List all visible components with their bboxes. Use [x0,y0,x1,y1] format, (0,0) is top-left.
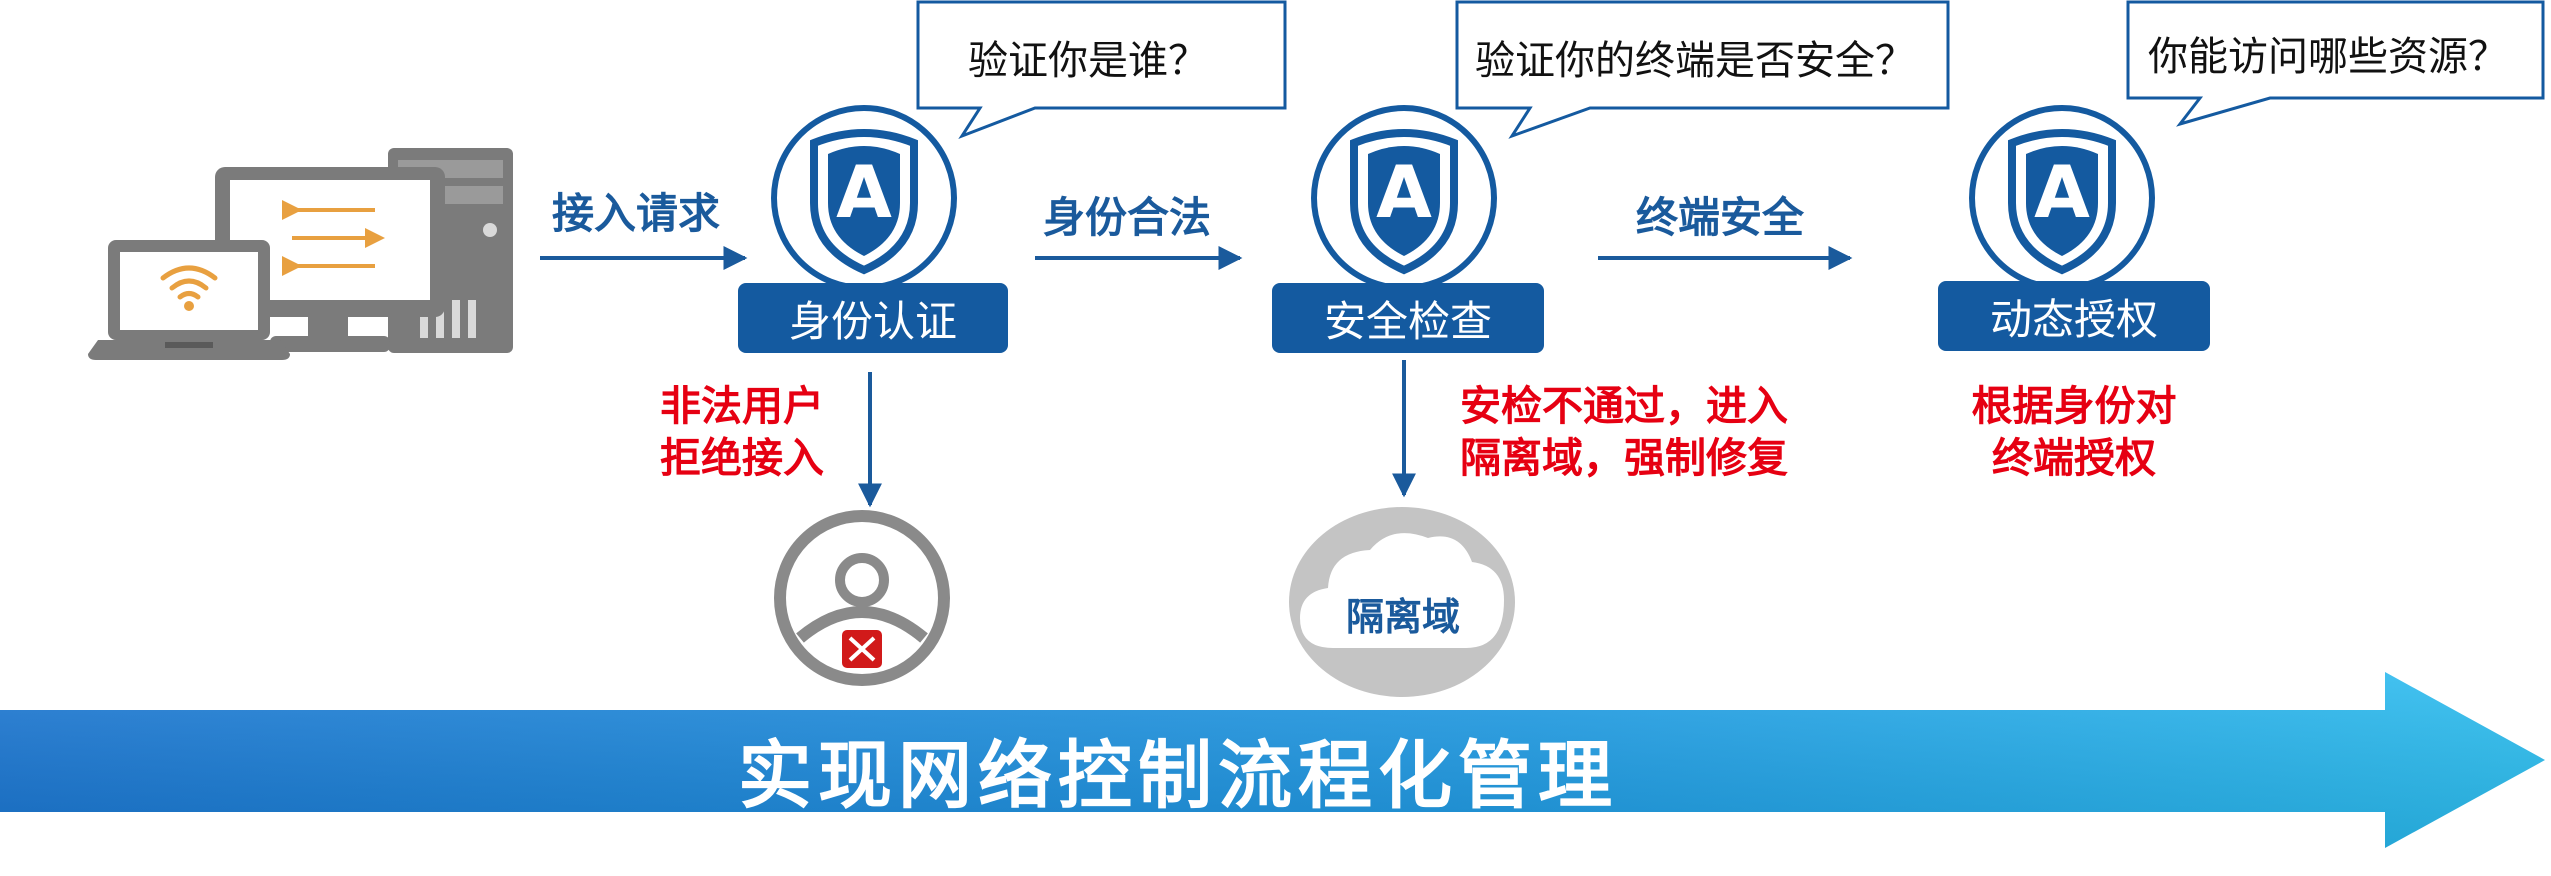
note-authorize: 根据身份对 终端授权 [1963,380,2185,484]
rejected-user-icon [774,510,950,686]
shield-letter-authz: A [2034,150,2090,234]
note-authorize-line1: 根据身份对 [1971,382,2177,430]
shield-icon-security [1311,105,1497,291]
isolation-cloud-icon [1289,507,1515,697]
shield-letter-identity: A [836,150,892,234]
note-check-failed: 安检不通过，进入 隔离域，强制修复 [1460,380,1788,484]
shield-icon-identity [771,105,957,291]
shield-letter-security: A [1376,150,1432,234]
bubble-text-terminal: 验证你的终端是否安全？ [1475,38,1915,84]
note-authorize-line2: 终端授权 [1992,434,2156,482]
wifi-icon [160,265,218,300]
step-identity-auth: 身份认证 [738,283,1008,353]
note-illegal-user-line1: 非法用户 [660,382,824,430]
speech-bubble-terminal [1455,0,1950,139]
flow-label-identity-valid: 身份合法 [1043,193,1212,242]
note-check-failed-line2: 隔离域，强制修复 [1460,434,1788,482]
computer-devices-icon [88,148,513,360]
step-security-check: 安全检查 [1272,283,1544,353]
shield-icon-authz [1969,105,2155,291]
note-illegal-user: 非法用户 拒绝接入 [660,380,824,484]
note-check-failed-line1: 安检不通过，进入 [1460,382,1788,430]
isolation-domain-label: 隔离域 [1346,595,1461,639]
bubble-text-resource: 你能访问哪些资源？ [2148,34,2508,80]
flow-label-terminal-secure: 终端安全 [1636,193,1805,242]
speech-bubble-resource [2126,0,2545,127]
step-dynamic-authz: 动态授权 [1938,281,2210,351]
bubble-text-identity: 验证你是谁？ [968,38,1208,84]
banner-title: 实现网络控制流程化管理 [738,733,1618,819]
note-illegal-user-line2: 拒绝接入 [660,434,824,482]
flow-label-access-request: 接入请求 [552,189,721,238]
banner-arrow [0,672,2545,848]
speech-bubble-identity [916,0,1287,140]
